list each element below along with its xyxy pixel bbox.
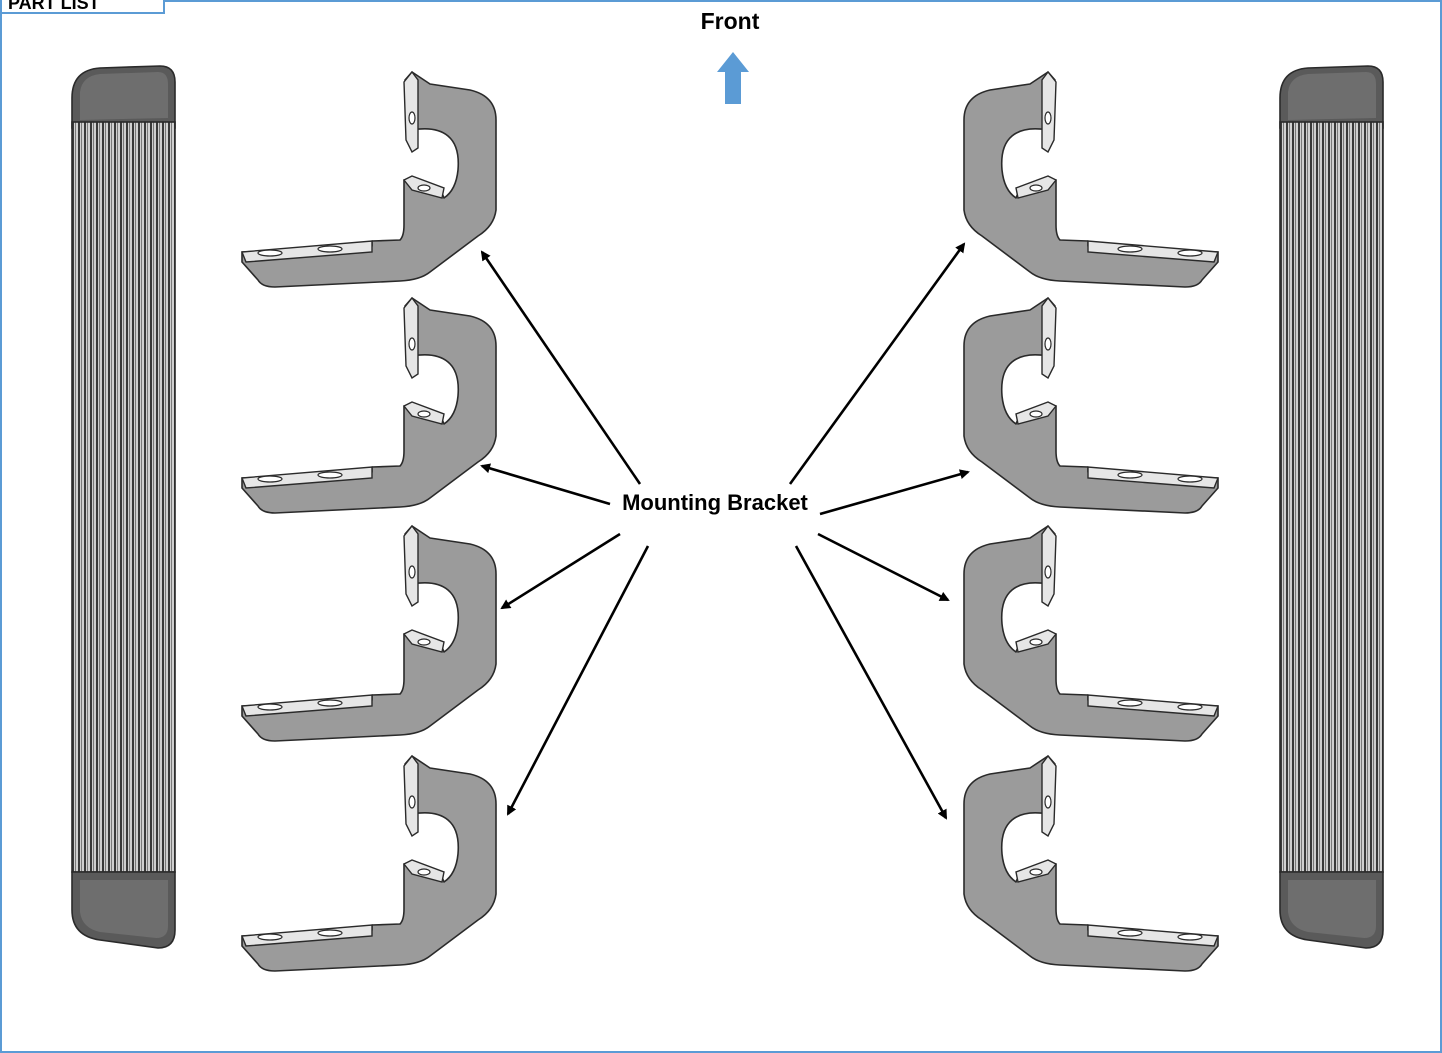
leader-arrow-right-3 (817, 532, 950, 602)
leader-arrow-left-2 (480, 463, 611, 506)
left-bracket-4 (241, 755, 497, 972)
mounting-bracket-callout: Mounting Bracket (615, 490, 815, 516)
leader-arrow-left-3 (500, 532, 621, 610)
front-label: Front (700, 8, 760, 34)
leader-arrow-left-1 (480, 250, 642, 485)
leader-arrow-left-4 (506, 545, 650, 816)
right-bracket-3 (963, 525, 1219, 742)
right-bracket-2 (963, 297, 1219, 514)
leader-arrow-right-1 (788, 242, 966, 485)
left-bracket-1 (241, 71, 497, 288)
leader-arrow-right-4 (794, 545, 948, 820)
left-bracket-2 (241, 297, 497, 514)
part-list-tab: PART LIST (0, 0, 165, 14)
left-running-board (71, 65, 176, 949)
right-bracket-4 (963, 755, 1219, 972)
front-arrow-icon (717, 52, 749, 104)
leader-arrow-right-2 (819, 469, 970, 516)
right-bracket-1 (963, 71, 1219, 288)
right-running-board (1279, 65, 1384, 949)
left-bracket-3 (241, 525, 497, 742)
